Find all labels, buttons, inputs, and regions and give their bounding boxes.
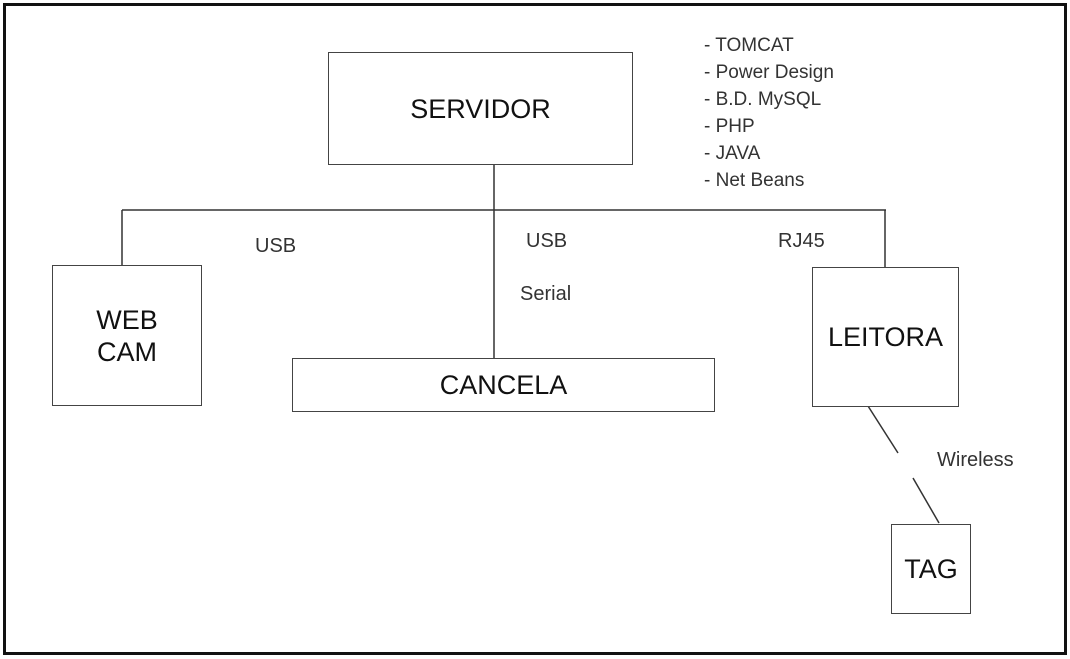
- software-item: - PHP: [704, 116, 755, 137]
- webcam-label-line1: WEB: [96, 304, 158, 335]
- tag-connection-label: Wireless: [937, 449, 1014, 471]
- leitora-label: LEITORA: [827, 322, 944, 352]
- software-item: - Net Beans: [704, 170, 805, 191]
- webcam-label-line2: CAM: [97, 336, 157, 367]
- webcam-connection-label: USB: [255, 235, 297, 257]
- servidor-box: SERVIDOR: [328, 52, 633, 165]
- tag-box: TAG: [891, 524, 971, 614]
- cancela-box: CANCELA: [292, 358, 715, 412]
- wireless-line-upper: [867, 405, 899, 454]
- diagram-frame: [3, 3, 1067, 655]
- servidor-label: SERVIDOR: [410, 93, 551, 124]
- server-software-list: - TOMCAT - Power Design - B.D. MySQL - P…: [704, 32, 834, 194]
- webcam-box: WEB CAM: [52, 265, 202, 406]
- cancela-serial-label: Serial: [520, 283, 572, 305]
- leitora-box: LEITORA: [812, 267, 959, 407]
- wireless-line-lower: [912, 477, 940, 524]
- software-item: - Power Design: [704, 62, 834, 83]
- tag-label: TAG: [904, 554, 958, 584]
- cancela-label: CANCELA: [439, 370, 568, 400]
- software-item: - JAVA: [704, 143, 761, 164]
- cancela-usb-label: USB: [526, 230, 568, 252]
- leitora-connection-label: RJ45: [778, 230, 825, 252]
- software-item: - B.D. MySQL: [704, 89, 822, 110]
- software-item: - TOMCAT: [704, 35, 794, 56]
